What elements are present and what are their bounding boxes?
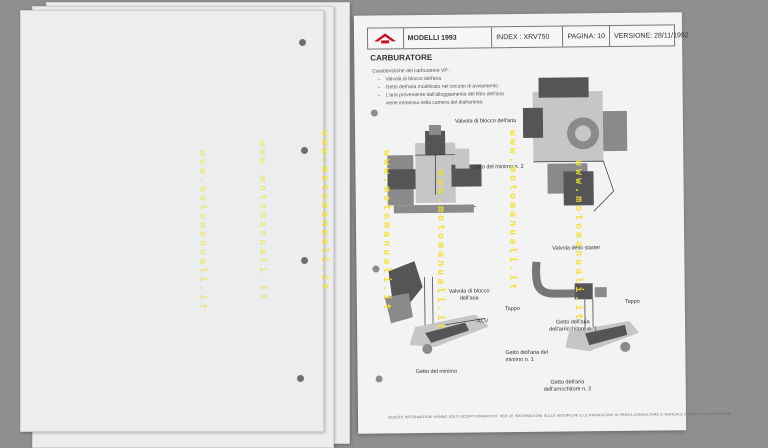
watermark: www.motomanuali.it [319, 130, 330, 293]
feature-item: L'aria proveniente dall'alloggiamento de… [381, 90, 504, 99]
section-title: CARBURATORE [370, 52, 433, 63]
header-index: INDEX : XRV750 [492, 26, 564, 48]
callout-air-cutoff-valve-top: Valvola di blocco dell'aria [454, 118, 517, 125]
page-footer: QUESTE INFORMAZIONI HANNO SOLO SCOPO FOR… [388, 411, 732, 420]
header-models: MODELLI 1993 [403, 27, 493, 49]
air-cutoff-valve-detail-diagram [384, 261, 490, 354]
honda-wing-logo [367, 28, 404, 49]
punch-hole [375, 375, 383, 383]
header-version: VERSIONE: 28/11/1992 [614, 31, 689, 40]
carburetor-cross-section-diagram [387, 124, 482, 214]
punch-hole [297, 375, 304, 382]
photo-scene: www.motomanuali.it www.motomanuali.it ww… [0, 0, 768, 432]
starter-valve-detail-diagram [532, 261, 640, 352]
callout-acv: ACV [476, 318, 489, 325]
watermark: www.motomanuali.it [573, 160, 584, 323]
callout-tappo-left: Tappo [504, 306, 520, 313]
callout-slow-jet: Getto del minimo [415, 368, 458, 376]
header-page: PAGINA: 10 [563, 26, 611, 47]
watermark: www.motomanuali.it [435, 170, 446, 333]
watermark: www.motomanuali.it [257, 140, 268, 303]
punch-hole [301, 147, 308, 154]
manual-page: MODELLI 1993 INDEX : XRV750 PAGINA: 10 V… [353, 12, 731, 434]
callout-starter-air-jet-2: Getto dell'aria dell'arricchitore n. 2 [543, 379, 592, 393]
punch-hole [370, 109, 378, 117]
punch-hole [301, 257, 308, 264]
front-blank-page [20, 10, 324, 432]
page-header: MODELLI 1993 INDEX : XRV750 PAGINA: 10 V… [366, 24, 689, 50]
feature-list: Valvola di blocco dell'aria Getto dell'a… [372, 74, 503, 99]
callout-slow-air-jet-1: Getto dell'aria del minimo n. 1 [505, 349, 549, 364]
watermark: www.motomanuali.it [197, 150, 208, 313]
punch-hole [299, 39, 306, 46]
callout-slow-jet-2: Getto del minimo n. 2 [471, 163, 524, 171]
watermark: www.motomanuali.it [381, 150, 392, 313]
punch-hole [372, 265, 380, 273]
callout-air-cutoff-valve: Valvola di blocco dell'aria [448, 288, 490, 302]
watermark: www.motomanuali.it [507, 130, 518, 293]
callout-tappo-right: Tappo [624, 298, 640, 305]
feature-continuation: viene immessa nella camera del diaframma… [385, 99, 484, 107]
section-description: Caratteristiche del carburatore VP : Val… [372, 66, 504, 107]
carburetor-external-view-diagram [522, 77, 628, 212]
